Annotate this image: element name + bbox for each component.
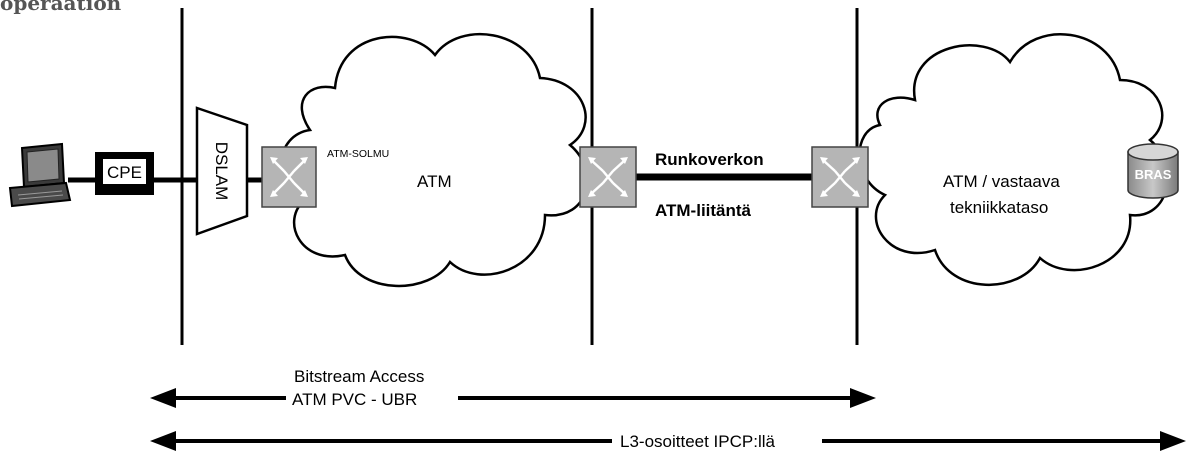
right-cloud-label-line2: tekniikkataso bbox=[950, 198, 1048, 217]
right-cloud-label-line1: ATM / vastaava bbox=[943, 172, 1060, 191]
l3-arrowhead-right bbox=[1160, 431, 1186, 451]
l3-arrowhead-left bbox=[150, 431, 176, 451]
page-heading-fragment: operaation bbox=[0, 0, 122, 15]
bras-label: BRAS bbox=[1135, 167, 1172, 182]
atm-cloud bbox=[280, 32, 589, 288]
backbone-switch-left-icon bbox=[579, 146, 637, 208]
backbone-label-bottom: ATM-liitäntä bbox=[655, 201, 752, 220]
atm-node-label: ATM-SOLMU bbox=[327, 148, 389, 160]
dslam-label: DSLAM bbox=[212, 142, 231, 201]
bitstream-label-line2: ATM PVC - UBR bbox=[292, 390, 417, 409]
atm-cloud-label: ATM bbox=[417, 172, 452, 191]
bitstream-label-line1: Bitstream Access bbox=[294, 367, 424, 386]
dslam-shape bbox=[195, 106, 249, 236]
right-atm-cloud bbox=[858, 32, 1169, 287]
backbone-switch-right-icon bbox=[811, 146, 869, 208]
backbone-label-top: Runkoverkon bbox=[655, 150, 764, 169]
bitstream-arrowhead-right bbox=[850, 388, 876, 408]
bras-icon bbox=[1127, 143, 1179, 199]
bitstream-arrowhead-left bbox=[150, 388, 176, 408]
atm-switch-icon bbox=[261, 146, 317, 208]
laptop-icon bbox=[8, 142, 72, 208]
l3-label: L3-osoitteet IPCP:llä bbox=[620, 432, 776, 451]
cpe-box bbox=[95, 152, 154, 195]
cpe-label: CPE bbox=[107, 163, 142, 182]
